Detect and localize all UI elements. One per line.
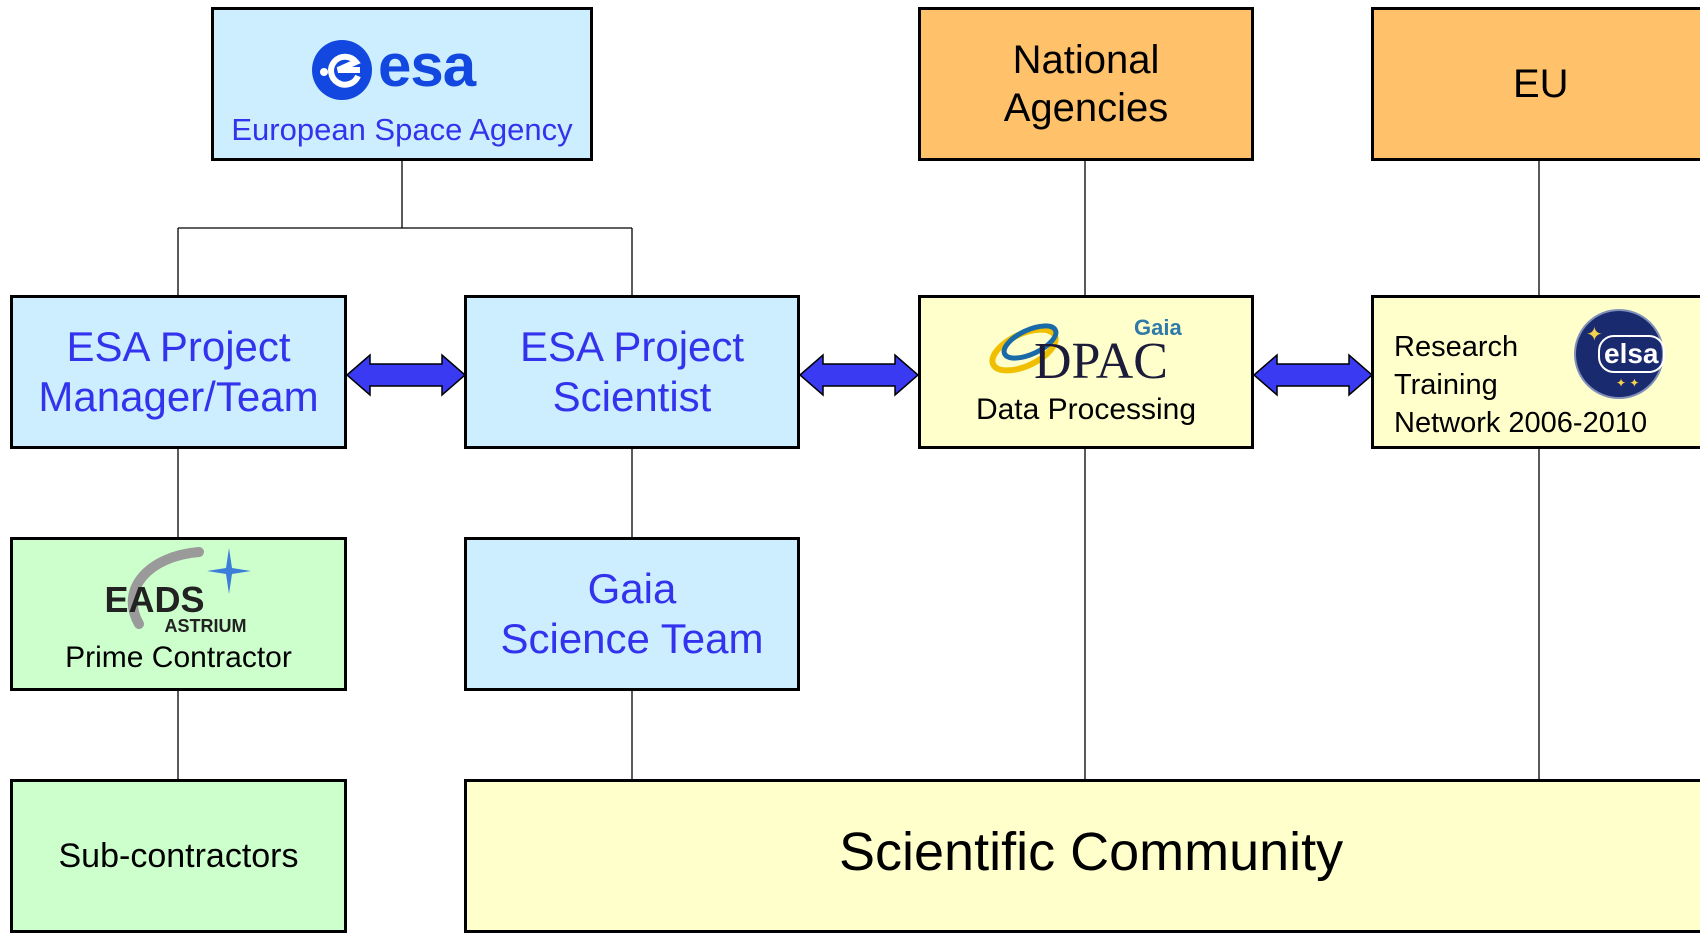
dpac-logo-small: Gaia — [1134, 315, 1182, 340]
node-national-agencies: National Agencies — [918, 7, 1254, 161]
node-sub-contractors: Sub-contractors — [10, 779, 347, 933]
arrow-pm-ps — [345, 353, 467, 397]
elsa-line1: Research — [1394, 331, 1519, 363]
elsa-logo-icon: elsa ✦ ✦ ✦ — [1574, 309, 1665, 399]
sub-contractors-label: Sub-contractors — [58, 837, 299, 875]
node-dpac: Gaia DPAC Data Processing — [918, 295, 1254, 449]
pm-line2: Manager/Team — [38, 373, 319, 420]
double-arrow-icon — [345, 353, 1374, 397]
arrow-dpac-elsa — [1252, 353, 1374, 397]
prime-contractor-label: Prime Contractor — [65, 641, 292, 674]
node-elsa: Research Training Network 2006-2010 elsa… — [1371, 295, 1700, 449]
node-esa-project-manager: ESA Project Manager/Team — [10, 295, 347, 449]
elsa-logo-text: elsa — [1598, 335, 1665, 373]
national-line2: Agencies — [1003, 86, 1169, 130]
astrium-logo-text: ASTRIUM — [164, 616, 247, 636]
dpac-logo-icon: Gaia DPAC — [986, 312, 1186, 392]
elsa-line2: Training — [1394, 369, 1498, 401]
gst-line2: Science Team — [500, 615, 764, 662]
gst-line1: Gaia — [587, 565, 677, 612]
node-esa-project-scientist: ESA Project Scientist — [464, 295, 800, 449]
pm-line1: ESA Project — [66, 323, 291, 370]
national-line1: National — [1012, 38, 1160, 82]
node-eu: EU — [1371, 7, 1700, 161]
elsa-star-icon: ✦ — [1586, 324, 1603, 346]
arrow-ps-dpac — [798, 353, 920, 397]
eads-logo-text: EADS — [104, 579, 205, 620]
dpac-label: Data Processing — [975, 393, 1197, 426]
ps-line2: Scientist — [552, 373, 712, 420]
esa-logo-text: esa — [378, 32, 476, 99]
elsa-star-small-icon: ✦ ✦ — [1616, 376, 1640, 390]
elsa-line3: Network 2006-2010 — [1394, 407, 1648, 439]
eu-label: EU — [1513, 62, 1569, 106]
eads-astrium-logo-icon: EADS ASTRIUM — [89, 544, 269, 640]
node-scientific-community: Scientific Community — [464, 779, 1700, 933]
node-prime-contractor: EADS ASTRIUM Prime Contractor — [10, 537, 347, 691]
esa-label: European Space Agency — [231, 112, 573, 147]
node-esa: esa European Space Agency — [211, 7, 593, 161]
node-gaia-science-team: Gaia Science Team — [464, 537, 800, 691]
esa-logo-icon: esa — [302, 34, 502, 102]
ps-line1: ESA Project — [519, 323, 745, 370]
dpac-logo-text: DPAC — [1034, 333, 1168, 390]
elsa-text: Research Training Network 2006-2010 — [1394, 328, 1647, 442]
scientific-community-label: Scientific Community — [839, 822, 1344, 882]
